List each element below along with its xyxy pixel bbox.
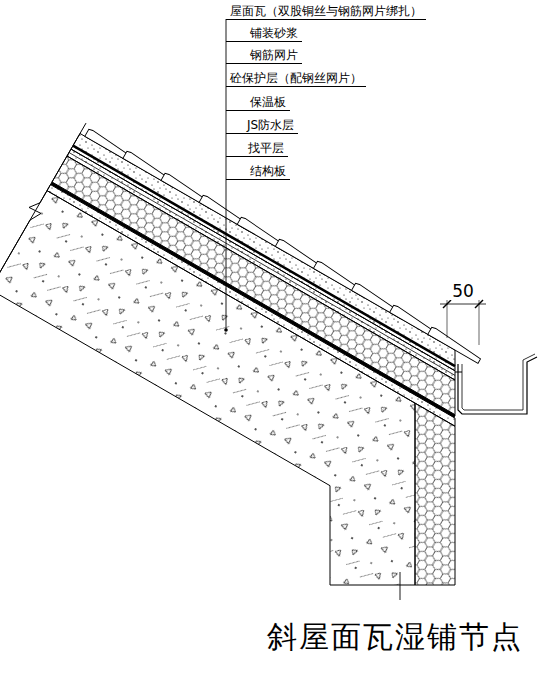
drawing-caption: 斜屋面瓦湿铺节点: [267, 620, 523, 654]
roof-tiles: [85, 128, 483, 363]
dimension-tick: [443, 300, 451, 308]
concrete-protection: [67, 149, 455, 380]
layer-label: 保温板: [226, 95, 290, 111]
extension-line: [479, 300, 480, 345]
bedding-mortar: [71, 133, 455, 370]
section-tick: [400, 572, 401, 600]
wall-insulation: [415, 403, 455, 585]
insulation-board: [52, 156, 455, 415]
layer-label: 屋面瓦（双股铜丝与钢筋网片绑扎）: [226, 4, 426, 20]
layer-label: 钢筋网片: [226, 48, 302, 64]
gutter: [458, 357, 537, 414]
dimension-text: 50: [450, 282, 476, 300]
gutter-hook: [455, 372, 462, 373]
extension-line: [447, 300, 448, 338]
roof-tile: [428, 326, 483, 363]
layer-label: 铺装砂浆: [226, 26, 302, 42]
gutter-inner: [462, 354, 535, 410]
layer-label: 找平层: [226, 141, 288, 157]
layer-label: 结构板: [226, 164, 290, 180]
break-line: [0, 123, 86, 298]
layer-label: 砼保护层（配钢丝网片）: [226, 71, 366, 87]
leveling-layer: [47, 185, 455, 427]
js-waterproof-line: [51, 183, 455, 416]
rebar-mesh-line: [73, 146, 455, 367]
layer-label: JS防水层: [226, 118, 298, 134]
wire-mesh-line: [69, 153, 455, 376]
leader-dot: [224, 328, 228, 332]
dimension-tick: [475, 300, 483, 308]
